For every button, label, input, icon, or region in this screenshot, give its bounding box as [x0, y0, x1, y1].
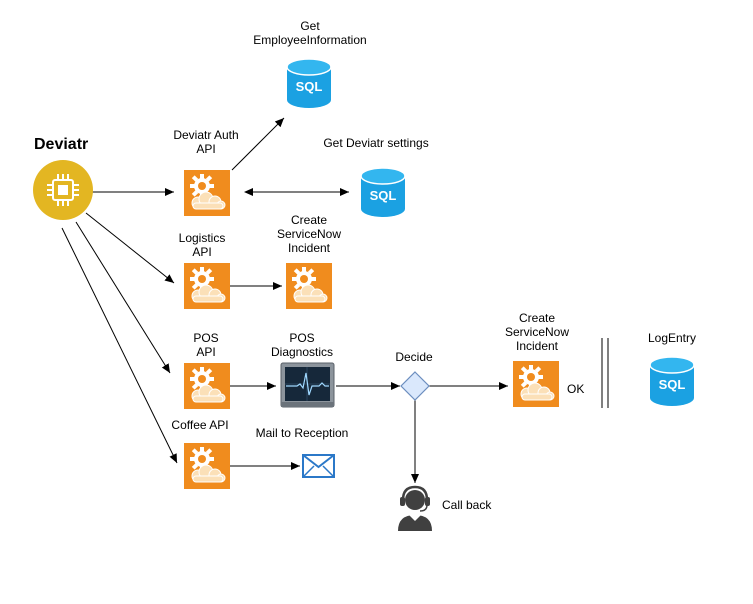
servicenow-1-icon[interactable] [285, 262, 333, 310]
sql-settings-label: Get Deviatr settings [323, 136, 429, 150]
logistics-api-icon[interactable] [183, 262, 231, 310]
pos-diagnostics-label-line1: POS [289, 331, 315, 345]
servicenow-1-label-line1: Create [290, 213, 328, 227]
edge-deviatr-pos [75, 221, 171, 374]
servicenow-1-label: Create ServiceNow Incident [266, 213, 352, 255]
deviatr-title: Deviatr [34, 136, 89, 153]
coffee-api-icon[interactable] [183, 442, 231, 490]
auth-api-label-line2: API [196, 142, 216, 156]
call-back-headset-icon[interactable] [398, 485, 432, 531]
sql-logentry-icon[interactable]: SQL [649, 356, 695, 407]
pos-api-icon[interactable] [183, 362, 231, 410]
sql-employee-label-line2: EmployeeInformation [253, 33, 367, 47]
logistics-api-label: Logistics API [166, 231, 238, 259]
deviatr-chip-icon[interactable] [33, 160, 93, 220]
pos-api-label-line2: API [196, 345, 216, 359]
servicenow-2-status: OK [567, 382, 585, 396]
decide-diamond[interactable] [400, 371, 430, 401]
sql-settings-badge: SQL [370, 188, 397, 203]
auth-api-label-line1: Deviatr Auth [173, 128, 239, 142]
mail-envelope-icon[interactable] [302, 454, 335, 478]
mail-label: Mail to Reception [255, 426, 349, 440]
sql-employee-label: Get EmployeeInformation [246, 19, 374, 47]
logistics-api-label-line2: API [192, 245, 212, 259]
auth-api-icon[interactable] [183, 169, 231, 217]
servicenow-2-icon[interactable] [512, 360, 560, 408]
pos-diagnostics-label: POS Diagnostics [262, 331, 342, 359]
pos-diagnostics-label-line2: Diagnostics [270, 345, 334, 359]
sql-logentry-badge: SQL [659, 377, 686, 392]
edge-deviatr-coffee [61, 227, 178, 464]
servicenow-2-label-line3: Incident [515, 339, 559, 353]
pos-diagnostics-icon[interactable] [280, 362, 335, 408]
coffee-api-label: Coffee API [171, 418, 229, 432]
logentry-label: LogEntry [647, 331, 697, 345]
sql-employee-label-line1: Get [300, 19, 320, 33]
edge-deviatr-logistics [85, 212, 175, 284]
logistics-api-label-line1: Logistics [178, 231, 226, 245]
auth-api-label: Deviatr Auth API [160, 128, 252, 156]
call-back-label: Call back [442, 498, 492, 512]
sql-employee-icon[interactable]: SQL [286, 58, 332, 109]
servicenow-2-label: Create ServiceNow Incident [494, 311, 580, 353]
sql-settings-icon[interactable]: SQL [360, 167, 406, 218]
servicenow-2-label-line2: ServiceNow [504, 325, 570, 339]
connectors [61, 117, 609, 483]
decide-label: Decide [395, 350, 433, 364]
edge-auth-sql-employee [231, 117, 285, 171]
servicenow-1-label-line3: Incident [287, 241, 331, 255]
servicenow-2-label-line1: Create [518, 311, 556, 325]
servicenow-1-label-line2: ServiceNow [276, 227, 342, 241]
pos-api-label-line1: POS [193, 331, 219, 345]
pos-api-label: POS API [176, 331, 236, 359]
sql-employee-badge: SQL [296, 79, 323, 94]
